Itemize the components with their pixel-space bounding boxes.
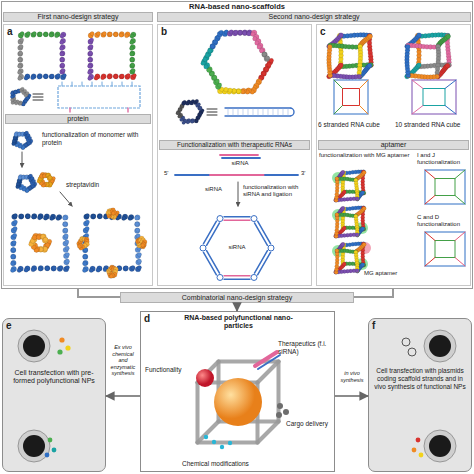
figure-panel: a protein [3, 24, 153, 286]
scaffold-frame: RNA-based nano-scaffoldsFirst nano-desig… [1, 1, 473, 289]
panel-letter: d [144, 313, 150, 325]
node-label: Combinatorial nano-design strategy [121, 293, 353, 302]
node-label: Cell transfection with plasmids coding s… [373, 367, 467, 390]
section-band: protein [5, 114, 151, 124]
node-label: Cell transfection with pre-formed polyfu… [9, 369, 99, 386]
node-label: protein [6, 115, 150, 123]
node-label: aptamer [319, 141, 468, 149]
node-label: Functionalization with therapeutic RNAs [160, 141, 309, 149]
section-band: aptamer [318, 140, 469, 150]
node-label: RNA-based polyfunctional nano-particles [171, 314, 306, 331]
figure-panel: c aptamer [316, 24, 471, 286]
panel-letter: e [6, 320, 12, 332]
flow-arrow [106, 395, 140, 397]
edge-label: in vivo synthesis [336, 370, 368, 383]
figure-panel: d RNA-based polyfunctional nano-particles [140, 311, 335, 472]
strategy-band: First nano-design strategy [3, 12, 153, 22]
flow-arrow [335, 395, 368, 397]
cell-panel: fCell transfection with plasmids coding … [368, 318, 472, 472]
node-label: Second nano-design strategy [158, 13, 470, 21]
strategy-band: Second nano-design strategy [157, 12, 471, 22]
node-label: First nano-design strategy [4, 13, 152, 21]
section-band: Functionalization with therapeutic RNAs [159, 140, 310, 150]
panel-letter: f [372, 320, 375, 332]
flow-arrow [236, 303, 238, 311]
strategy-band: Combinatorial nano-design strategy [120, 292, 354, 303]
edge-label: Ex vivo chemical and enzymatic synthesis [107, 344, 139, 377]
figure-panel: bFunctionalization with therapeutic RNAs [157, 24, 312, 286]
panel-letter: a [7, 26, 13, 38]
panel-letter: c [320, 26, 326, 38]
cell-panel: eCell transfection with pre-formed polyf… [2, 318, 106, 472]
panel-letter: b [161, 26, 167, 38]
node-label: RNA-based nano-scaffolds [2, 2, 472, 12]
